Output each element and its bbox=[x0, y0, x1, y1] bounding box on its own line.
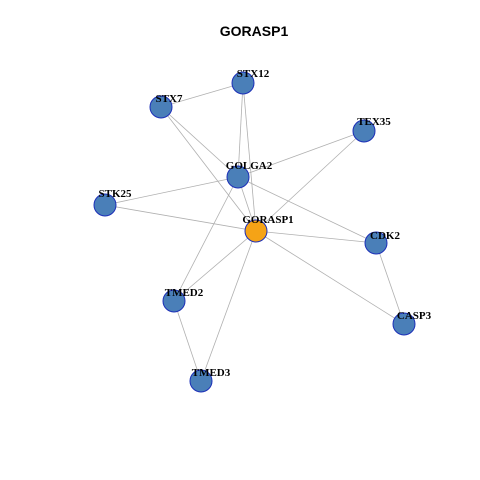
edge-stx12-stx7 bbox=[160, 82, 244, 108]
node-label-stx7: STX7 bbox=[156, 93, 183, 105]
node-label-stx12: STX12 bbox=[237, 68, 270, 80]
node-label-gorasp1: GORASP1 bbox=[242, 214, 293, 226]
edge-stx12-gorasp1 bbox=[242, 82, 257, 232]
graph-title: GORASP1 bbox=[220, 23, 289, 39]
node-circle-tex35 bbox=[352, 119, 376, 143]
node-label-golga2: GOLGA2 bbox=[226, 160, 273, 172]
node-stk25: STK25 bbox=[93, 188, 132, 217]
node-circle-stx7 bbox=[149, 95, 173, 119]
edge-stx7-golga2 bbox=[160, 106, 239, 178]
node-circle-gorasp1 bbox=[244, 219, 268, 243]
node-label-stk25: STK25 bbox=[98, 188, 132, 200]
node-tmed3: TMED3 bbox=[189, 367, 231, 393]
edge-golga2-stk25 bbox=[104, 176, 239, 206]
edge-stx12-golga2 bbox=[237, 82, 244, 178]
node-stx12: STX12 bbox=[231, 68, 270, 95]
edge-gorasp1-tmed3 bbox=[200, 230, 257, 382]
edge-tex35-gorasp1 bbox=[255, 130, 365, 232]
edge-golga2-tmed2 bbox=[173, 176, 239, 302]
node-tex35: TEX35 bbox=[352, 116, 391, 143]
edge-golga2-cdk2 bbox=[237, 176, 377, 244]
node-label-tmed3: TMED3 bbox=[192, 367, 231, 379]
edge-gorasp1-casp3 bbox=[255, 230, 405, 325]
node-casp3: CASP3 bbox=[392, 310, 432, 336]
node-circle-tmed2 bbox=[162, 289, 186, 313]
node-circle-tmed3 bbox=[189, 369, 213, 393]
node-label-casp3: CASP3 bbox=[397, 310, 432, 322]
edge-cdk2-casp3 bbox=[375, 242, 405, 325]
edge-gorasp1-cdk2 bbox=[255, 230, 377, 244]
edges-layer bbox=[104, 82, 405, 382]
node-gorasp1: GORASP1 bbox=[242, 214, 294, 243]
edge-gorasp1-tmed2 bbox=[173, 230, 257, 302]
node-label-tmed2: TMED2 bbox=[165, 287, 204, 299]
node-circle-stk25 bbox=[93, 193, 117, 217]
node-stx7: STX7 bbox=[149, 93, 183, 119]
nodes-layer: GORASP1 STX12STX7TEX35GOLGA2STK25CDK2TMED… bbox=[93, 68, 432, 393]
node-circle-stx12 bbox=[231, 71, 255, 95]
node-circle-golga2 bbox=[226, 165, 250, 189]
edge-tex35-golga2 bbox=[237, 130, 365, 178]
node-circle-casp3 bbox=[392, 312, 416, 336]
node-tmed2: TMED2 bbox=[162, 287, 204, 313]
edge-stk25-gorasp1 bbox=[104, 204, 257, 232]
node-cdk2: CDK2 bbox=[364, 230, 400, 255]
node-label-tex35: TEX35 bbox=[357, 116, 391, 128]
node-label-cdk2: CDK2 bbox=[370, 230, 400, 242]
edge-tmed2-tmed3 bbox=[173, 300, 202, 382]
edge-stx7-gorasp1 bbox=[160, 106, 257, 232]
node-circle-cdk2 bbox=[364, 231, 388, 255]
node-golga2: GOLGA2 bbox=[226, 160, 273, 189]
